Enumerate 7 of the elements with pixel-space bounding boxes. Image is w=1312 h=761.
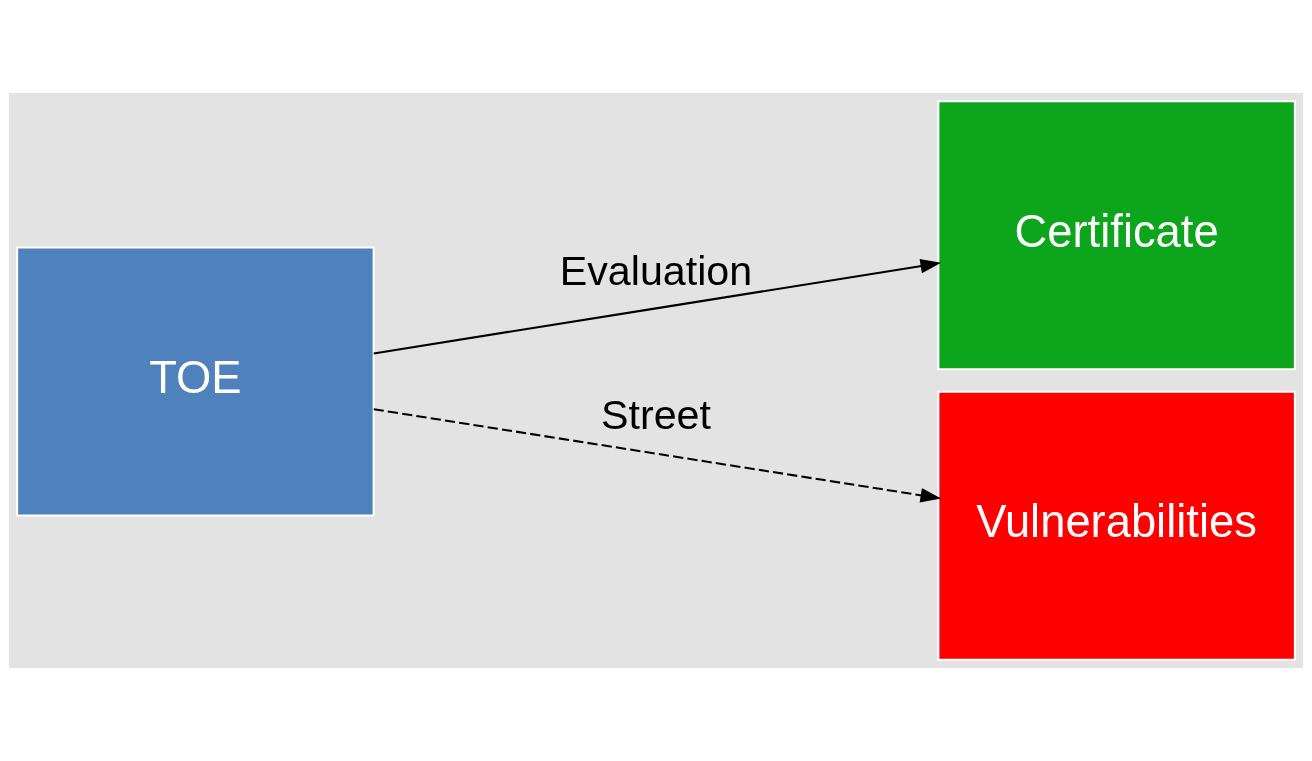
edge-label: Evaluation — [559, 247, 753, 294]
node-box: Vulnerabilities — [937, 390, 1296, 661]
arrow — [373, 408, 942, 503]
arrow — [373, 259, 942, 355]
node-box: Certificate — [937, 100, 1296, 371]
node-box: TOE — [16, 246, 375, 517]
edge-label: Street — [601, 391, 711, 438]
